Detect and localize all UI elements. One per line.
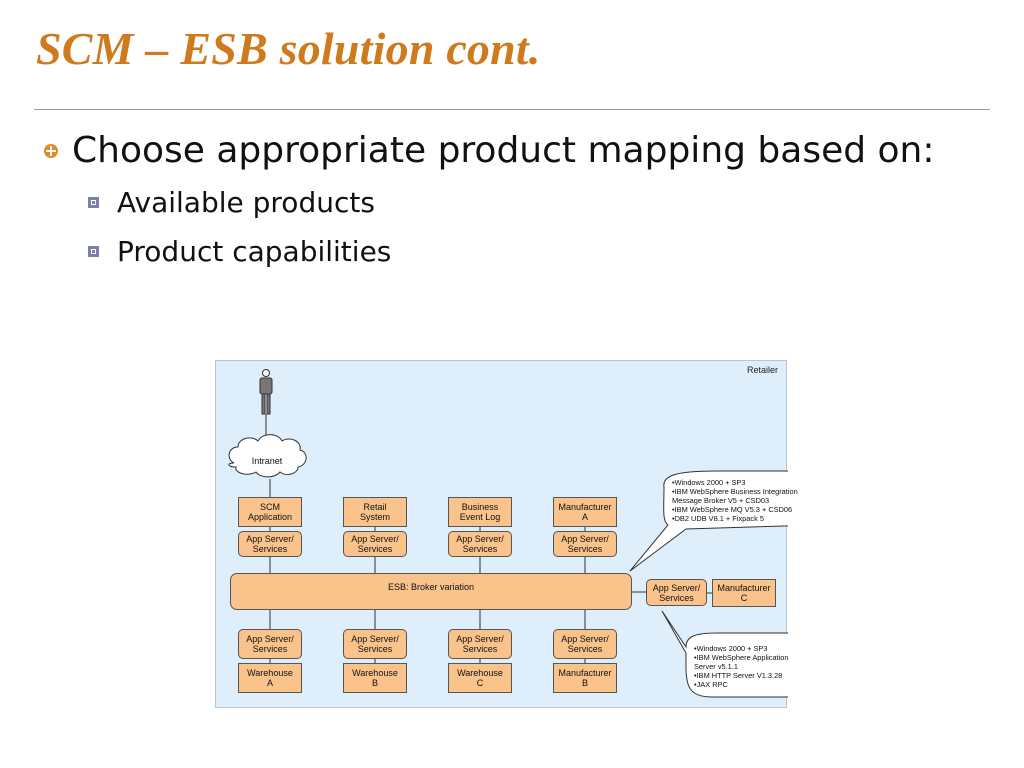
title-divider	[34, 109, 990, 110]
retailer-label: Retailer	[746, 365, 778, 375]
manufacturer-b-box: Manufacturer B	[553, 663, 617, 693]
main-bullet: Choose appropriate product mapping based…	[44, 128, 935, 172]
sub-bullet-text: Available products	[117, 185, 375, 219]
callout-top-text: •Windows 2000 + SP3 •IBM WebSphere Busin…	[672, 478, 798, 523]
app-server-box: App Server/ Services	[238, 629, 302, 659]
manufacturer-a-box: Manufacturer A	[553, 497, 617, 527]
sub-bullet-available-products: Available products	[88, 185, 375, 219]
slide-title: SCM – ESB solution cont.	[36, 23, 541, 74]
warehouse-a-box: Warehouse A	[238, 663, 302, 693]
esb-label: ESB: Broker variation	[387, 582, 475, 592]
square-bullet-icon	[88, 245, 99, 257]
intranet-label: Intranet	[251, 456, 283, 466]
app-server-box: App Server/ Services	[238, 531, 302, 557]
callout-bottom-text: •Windows 2000 + SP3 •IBM WebSphere Appli…	[694, 644, 789, 689]
app-server-box: App Server/ Services	[343, 629, 407, 659]
app-server-box: App Server/ Services	[343, 531, 407, 557]
app-server-box: App Server/ Services	[553, 629, 617, 659]
sub-bullet-text: Product capabilities	[117, 234, 392, 268]
app-server-box: App Server/ Services	[448, 629, 512, 659]
user-icon	[259, 369, 273, 415]
app-server-box: App Server/ Services	[646, 579, 707, 606]
app-server-box: App Server/ Services	[448, 531, 512, 557]
intranet-cloud	[228, 434, 307, 478]
main-bullet-text: Choose appropriate product mapping based…	[72, 129, 935, 171]
warehouse-b-box: Warehouse B	[343, 663, 407, 693]
app-server-box: App Server/ Services	[553, 531, 617, 557]
callout-bottom	[661, 610, 788, 698]
retail-system-box: Retail System	[343, 497, 407, 527]
square-bullet-icon	[88, 196, 99, 208]
warehouse-c-box: Warehouse C	[448, 663, 512, 693]
orange-bullet-icon	[44, 144, 58, 158]
sub-bullet-product-capabilities: Product capabilities	[88, 234, 391, 268]
manufacturer-c-box: Manufacturer C	[712, 579, 776, 607]
callout-top	[629, 470, 788, 572]
scm-application-box: SCM Application	[238, 497, 302, 527]
architecture-diagram: Retailer Intranet SCM Application Retail…	[215, 360, 798, 708]
esb-broker-bar: ESB: Broker variation	[230, 573, 632, 610]
business-event-log-box: Business Event Log	[448, 497, 512, 527]
